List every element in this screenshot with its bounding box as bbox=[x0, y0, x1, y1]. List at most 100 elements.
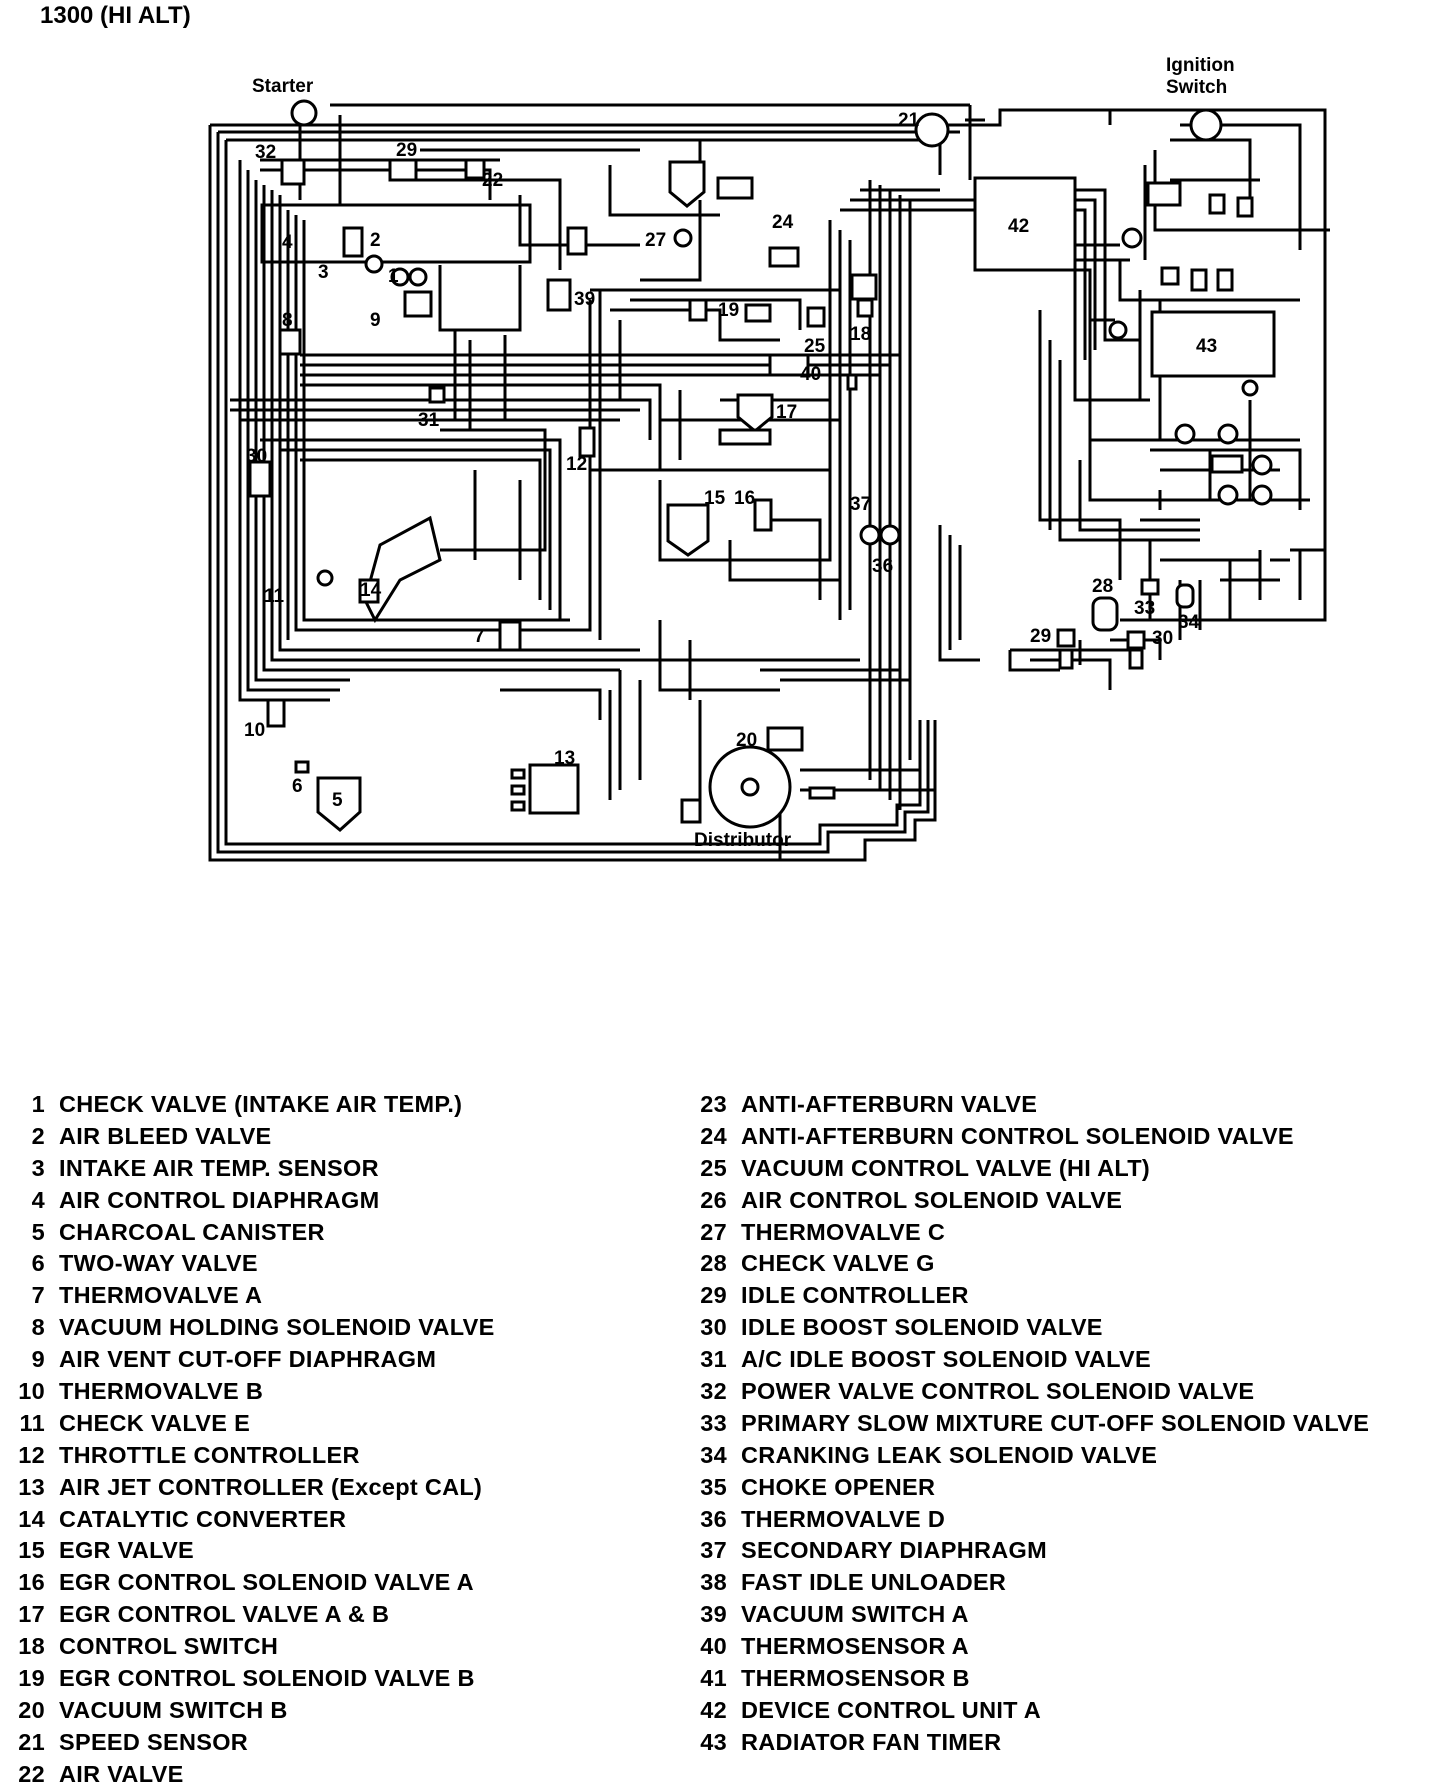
legend-number: 27 bbox=[700, 1218, 727, 1245]
legend-number: 16 bbox=[18, 1569, 45, 1596]
legend-text: CONTROL SWITCH bbox=[59, 1633, 279, 1660]
callout-41: 37 bbox=[850, 494, 871, 515]
legend-number: 31 bbox=[700, 1346, 727, 1373]
legend-number: 30 bbox=[700, 1314, 727, 1341]
legend-text: A/C IDLE BOOST SOLENOID VALVE bbox=[741, 1346, 1151, 1373]
label-ignition: Ignition bbox=[1166, 55, 1235, 76]
legend-text: CHOKE OPENER bbox=[741, 1473, 936, 1500]
callout-25: 24 bbox=[772, 212, 794, 233]
callout-12: 12 bbox=[566, 454, 587, 475]
legend-text: RADIATOR FAN TIMER bbox=[741, 1728, 1002, 1755]
legend-number: 39 bbox=[700, 1601, 727, 1628]
page-title: 1300 (HI ALT) bbox=[40, 2, 191, 29]
legend-number: 12 bbox=[18, 1441, 45, 1468]
legend-number: 23 bbox=[700, 1091, 727, 1117]
callout-14: 14 bbox=[360, 580, 382, 601]
legend-number: 24 bbox=[700, 1122, 727, 1149]
callout-19: 19 bbox=[718, 300, 739, 321]
legend-text: THERMOVALVE D bbox=[741, 1505, 946, 1532]
legend-item: 31 A/C IDLE BOOST SOLENOID VALVE bbox=[700, 1343, 1369, 1375]
legend-item: 23 ANTI-AFTERBURN VALVE bbox=[700, 1088, 1369, 1120]
legend-number: 10 bbox=[18, 1378, 45, 1405]
legend-text: THERMOVALVE B bbox=[59, 1378, 264, 1405]
legend-item: 26 AIR CONTROL SOLENOID VALVE bbox=[700, 1184, 1369, 1216]
legend-item: 32 POWER VALVE CONTROL SOLENOID VALVE bbox=[700, 1375, 1369, 1407]
legend-number: 26 bbox=[700, 1186, 727, 1213]
callout-32: 30 bbox=[246, 446, 267, 467]
callout-17: 17 bbox=[776, 402, 797, 423]
callout-40: 36 bbox=[872, 556, 893, 577]
legend-text: AIR BLEED VALVE bbox=[59, 1122, 272, 1149]
legend-number: 6 bbox=[31, 1250, 45, 1277]
legend-number: 32 bbox=[700, 1378, 727, 1405]
legend-item: 39 VACUUM SWITCH A bbox=[700, 1598, 1369, 1630]
legend-number: 28 bbox=[700, 1250, 727, 1277]
legend-number: 11 bbox=[19, 1409, 45, 1436]
label-distributor: Distributor bbox=[694, 830, 792, 851]
legend-item: 10 THERMOVALVE B bbox=[18, 1375, 495, 1407]
callout-1: 1 bbox=[388, 266, 399, 287]
legend-number: 36 bbox=[700, 1505, 727, 1532]
legend-item: 21 SPEED SENSOR bbox=[18, 1726, 495, 1758]
legend-number: 22 bbox=[18, 1760, 45, 1787]
legend-number: 17 bbox=[18, 1601, 45, 1628]
legend-text: VACUUM CONTROL VALVE (HI ALT) bbox=[741, 1154, 1151, 1181]
legend-text: THERMOVALVE A bbox=[59, 1282, 263, 1309]
callout-9: 9 bbox=[370, 310, 381, 331]
callout-11: 11 bbox=[264, 586, 285, 607]
legend-text: CHECK VALVE E bbox=[59, 1409, 251, 1436]
callout-38: 39 bbox=[574, 289, 595, 310]
legend-text: AIR CONTROL SOLENOID VALVE bbox=[741, 1186, 1123, 1213]
legend-text: AIR VENT CUT-OFF DIAPHRAGM bbox=[59, 1346, 437, 1373]
legend-number: 38 bbox=[700, 1569, 727, 1596]
callout-27: 29 bbox=[396, 140, 417, 161]
callout-18: 18 bbox=[850, 324, 871, 345]
callout-15-16: 15 bbox=[704, 488, 726, 509]
callout-2: 2 bbox=[370, 230, 381, 251]
legend-text: VACUUM HOLDING SOLENOID VALVE bbox=[59, 1314, 495, 1341]
legend-text: VACUUM SWITCH B bbox=[59, 1696, 288, 1723]
callout-6: 6 bbox=[292, 776, 303, 797]
legend-text: THERMOSENSOR B bbox=[741, 1665, 970, 1692]
legend-text: AIR JET CONTROLLER (Except CAL) bbox=[59, 1473, 483, 1500]
legend-text: SPEED SENSOR bbox=[59, 1728, 249, 1755]
legend-text: CHARCOAL CANISTER bbox=[59, 1218, 325, 1245]
legend-number: 4 bbox=[31, 1186, 45, 1213]
legend-number: 25 bbox=[700, 1154, 727, 1181]
legend-number: 14 bbox=[18, 1505, 45, 1532]
legend-text: SECONDARY DIAPHRAGM bbox=[741, 1537, 1048, 1564]
legend-number: 1 bbox=[31, 1091, 45, 1117]
legend-text: ANTI-AFTERBURN VALVE bbox=[741, 1091, 1038, 1117]
legend-text: VACUUM SWITCH A bbox=[741, 1601, 969, 1628]
legend-item: 37 SECONDARY DIAPHRAGM bbox=[700, 1534, 1369, 1566]
legend-text: POWER VALVE CONTROL SOLENOID VALVE bbox=[741, 1378, 1255, 1405]
legend-number: 37 bbox=[700, 1537, 727, 1564]
legend-item: 30 IDLE BOOST SOLENOID VALVE bbox=[700, 1311, 1369, 1343]
callout-20: 20 bbox=[736, 730, 757, 751]
legend-text: IDLE BOOST SOLENOID VALVE bbox=[741, 1314, 1103, 1341]
legend-text: AIR VALVE bbox=[59, 1760, 184, 1787]
legend-number: 15 bbox=[18, 1537, 45, 1564]
legend-number: 2 bbox=[31, 1122, 45, 1149]
legend-number: 21 bbox=[18, 1728, 45, 1755]
callout-30: 29 bbox=[1030, 626, 1051, 647]
callout-3: 3 bbox=[318, 262, 329, 283]
callout-10: 10 bbox=[244, 720, 265, 741]
callout-42: 42 bbox=[1008, 216, 1029, 237]
